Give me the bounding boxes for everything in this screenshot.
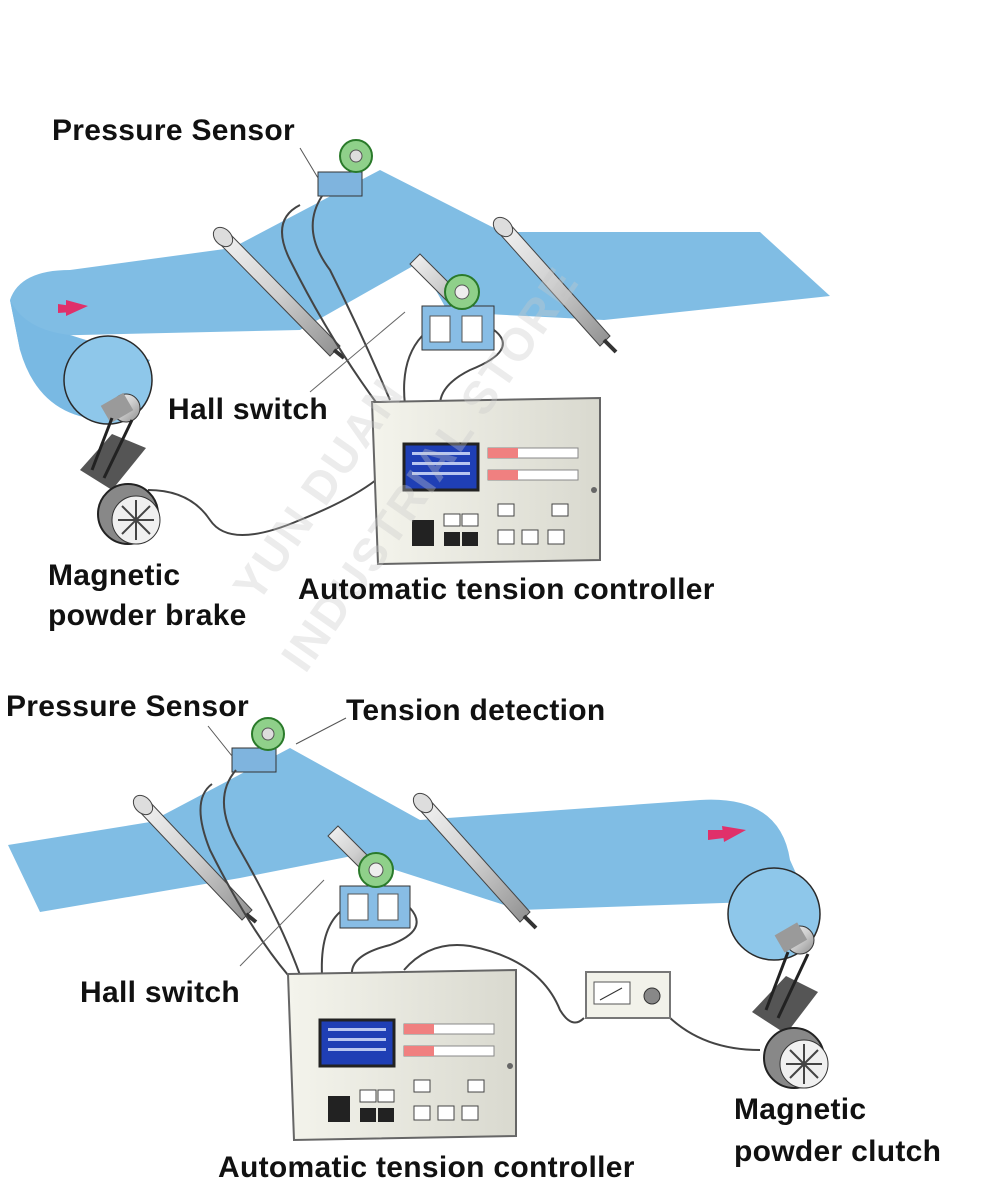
top-roller-right xyxy=(492,216,618,354)
top-brake-label-line1: Magnetic xyxy=(48,559,181,592)
top-hall-switch-label: Hall switch xyxy=(168,393,329,426)
bottom-clutch-label-line2: powder clutch xyxy=(734,1135,942,1168)
bottom-tension-controller xyxy=(286,968,517,1142)
top-cables xyxy=(147,195,504,536)
top-pressure-sensor-label: Pressure Sensor xyxy=(52,114,295,147)
bottom-tension-detection-label: Tension detection xyxy=(346,694,606,727)
top-magnetic-powder-brake xyxy=(80,417,161,545)
top-flow-arrow xyxy=(58,300,88,316)
top-pressure-sensor xyxy=(299,139,373,197)
bottom-roller-right xyxy=(412,792,538,930)
bottom-roller-left xyxy=(132,794,258,924)
bottom-clutch-label-line1: Magnetic xyxy=(734,1093,867,1126)
top-brake-label-line2: powder brake xyxy=(48,599,247,632)
top-tension-controller xyxy=(370,396,601,566)
bottom-cables xyxy=(199,769,761,1051)
top-roller-left xyxy=(212,226,346,360)
top-tension-unit xyxy=(421,274,495,351)
bottom-takeup-roll xyxy=(727,867,821,961)
bottom-controller-label: Automatic tension controller xyxy=(218,1151,635,1184)
bottom-pressure-sensor-label: Pressure Sensor xyxy=(6,690,249,723)
top-controller-label: Automatic tension controller xyxy=(298,573,715,606)
top-supply-roll xyxy=(63,335,153,425)
bottom-hall-switch-label: Hall switch xyxy=(80,976,241,1009)
bottom-flow-arrow xyxy=(708,826,746,842)
bottom-pressure-sensor xyxy=(207,717,347,773)
bottom-magnetic-powder-clutch xyxy=(752,951,829,1089)
bottom-tension-unit xyxy=(339,852,411,929)
bottom-tension-meter xyxy=(585,971,671,1019)
